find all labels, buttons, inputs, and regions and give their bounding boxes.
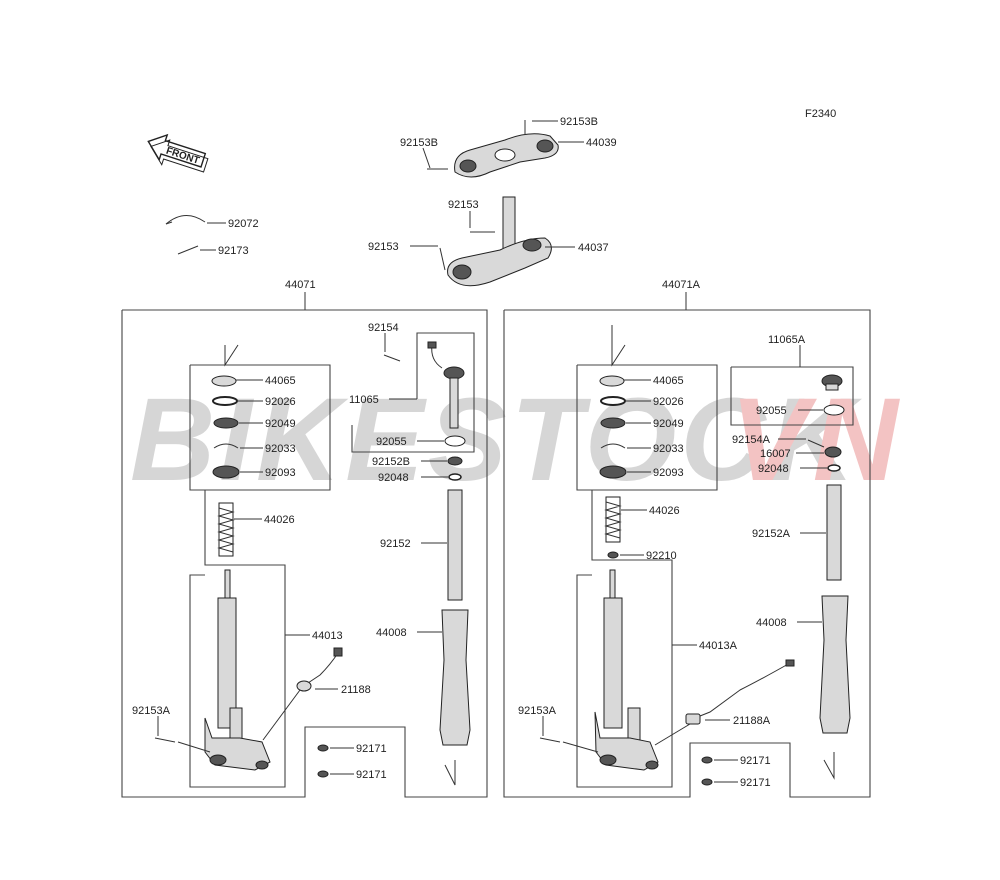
label-44071: 44071 (285, 279, 316, 291)
label-R-92033: 92033 (653, 443, 684, 455)
label-R-92152a: 92152A (752, 528, 791, 540)
watermark: BIKESTOCK VN (130, 374, 898, 506)
label-R-92093: 92093 (653, 467, 684, 479)
label-92072: 92072 (228, 218, 259, 230)
front-arrow-icon: FRONT (147, 133, 209, 173)
clip-92072: 92072 (165, 215, 259, 230)
label-L-92049: 92049 (265, 418, 296, 430)
watermark-main: BIKESTOCK (130, 374, 863, 506)
label-L-92048: 92048 (378, 472, 409, 484)
pin-92173: 92173 (177, 245, 249, 257)
label-L-92171-a: 92171 (356, 743, 387, 755)
label-R-21188a: 21188A (733, 715, 771, 727)
label-44039: 44039 (586, 137, 617, 149)
label-92153b-right: 92153B (560, 116, 598, 128)
label-L-44026: 44026 (264, 514, 295, 526)
label-R-92171-a: 92171 (740, 755, 771, 767)
label-92153b-left: 92153B (400, 137, 438, 149)
label-92153-left: 92153 (368, 241, 399, 253)
label-L-92026: 92026 (265, 396, 296, 408)
label-L-92154: 92154 (368, 322, 399, 334)
label-L-92152b: 92152B (372, 456, 410, 468)
upper-bracket-44039: 92153B 92153B 44039 (400, 116, 617, 178)
label-92173: 92173 (218, 245, 249, 257)
label-44037: 44037 (578, 242, 609, 254)
label-44071a: 44071A (662, 279, 701, 291)
label-R-44008: 44008 (756, 617, 787, 629)
lower-bracket-44037: 92153 92153 44037 (368, 196, 609, 287)
label-L-92153a: 92153A (132, 705, 171, 717)
label-R-16007: 16007 (760, 448, 791, 460)
label-R-92171-b: 92171 (740, 777, 771, 789)
fork-assembly-left: 44071 44065 92026 92049 92033 92093 4402… (121, 279, 488, 798)
label-L-21188: 21188 (341, 684, 371, 696)
label-R-11065a: 11065A (768, 334, 806, 346)
label-R-92154a: 92154A (732, 434, 771, 446)
label-L-92055: 92055 (376, 436, 407, 448)
label-L-92033: 92033 (265, 443, 296, 455)
label-92153-top: 92153 (448, 199, 479, 211)
label-L-11065: 11065 (349, 394, 379, 406)
label-R-44013a: 44013A (699, 640, 738, 652)
label-L-92152: 92152 (380, 538, 411, 550)
label-R-92048: 92048 (758, 463, 789, 475)
label-L-92093: 92093 (265, 467, 296, 479)
label-R-44026: 44026 (649, 505, 680, 517)
label-R-92049: 92049 (653, 418, 684, 430)
fork-assembly-right: 44071A 44065 92026 92049 92033 92093 440… (503, 279, 871, 798)
label-R-92153a: 92153A (518, 705, 557, 717)
label-R-92026: 92026 (653, 396, 684, 408)
label-R-92210: 92210 (646, 550, 677, 562)
label-L-92171-b: 92171 (356, 769, 387, 781)
label-R-44065: 44065 (653, 375, 684, 387)
label-R-92055: 92055 (756, 405, 787, 417)
diagram-code: F2340 (805, 108, 836, 120)
label-L-44008: 44008 (376, 627, 407, 639)
label-L-44065: 44065 (265, 375, 296, 387)
label-L-44013: 44013 (312, 630, 343, 642)
